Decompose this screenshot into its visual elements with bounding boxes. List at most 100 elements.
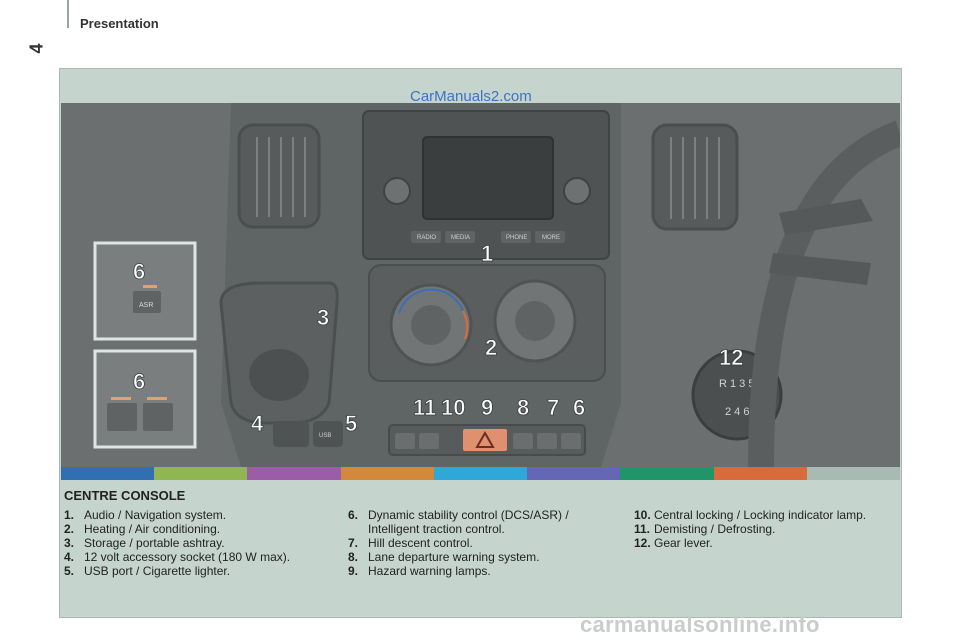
header-rule bbox=[67, 0, 69, 28]
label-radio: RADIO bbox=[417, 235, 436, 241]
legend-item: 3. Storage / portable ashtray. bbox=[64, 536, 334, 550]
hill-switch bbox=[537, 433, 557, 449]
ashtray-cup bbox=[249, 349, 309, 401]
radio-buttons: RADIO MEDIA PHONE MORE bbox=[411, 231, 565, 243]
color-bar-segment bbox=[620, 467, 714, 480]
gear-pattern-bottom: 2 4 6 bbox=[725, 406, 749, 418]
callout-2: 2 bbox=[485, 335, 497, 360]
switch-buttons bbox=[395, 429, 581, 451]
temp-red-arc bbox=[462, 310, 469, 340]
callout-5: 5 bbox=[345, 411, 357, 436]
legend-item-number: 8. bbox=[348, 550, 359, 564]
fan-knob-icon bbox=[515, 301, 555, 341]
label-asr: ASR bbox=[139, 302, 153, 309]
radio-btn-phone bbox=[501, 231, 531, 243]
legend-item-number: 1. bbox=[64, 508, 75, 522]
legend-item-number: 10. bbox=[634, 508, 651, 522]
dashboard-illustration: RADIO MEDIA PHONE MORE USB bbox=[61, 103, 900, 467]
gear-pattern-top: R 1 3 5 bbox=[719, 378, 754, 390]
console-title: CENTRE CONSOLE bbox=[64, 488, 186, 503]
legend-item-number: 4. bbox=[64, 550, 75, 564]
inset-hill-button bbox=[107, 403, 137, 431]
left-air-vent bbox=[237, 123, 321, 229]
legend-item-number: 9. bbox=[348, 564, 359, 578]
legend-item-text: Hazard warning lamps. bbox=[368, 564, 491, 578]
label-media: MEDIA bbox=[451, 235, 470, 241]
temp-blue-arc bbox=[398, 288, 464, 314]
inset-indicator-lamps bbox=[111, 285, 167, 400]
legend-item-text: Audio / Navigation system. bbox=[84, 508, 227, 522]
legend-item-text: Storage / portable ashtray. bbox=[84, 536, 225, 550]
legend-item: 9. Hazard warning lamps. bbox=[348, 564, 620, 578]
color-bar-segment bbox=[247, 467, 341, 480]
color-bar bbox=[61, 467, 900, 480]
color-bar-segment bbox=[61, 467, 155, 480]
legend-item: 11.Demisting / Defrosting. bbox=[634, 522, 884, 536]
callout-6-inset-top: 6 bbox=[133, 259, 145, 284]
legend-item: 4.12 volt accessory socket (180 W max). bbox=[64, 550, 334, 564]
label-phone: PHONE bbox=[506, 235, 527, 241]
legend-item-text: Lane departure warning system. bbox=[368, 550, 540, 564]
color-bar-segment bbox=[713, 467, 807, 480]
radio-btn-media bbox=[445, 231, 475, 243]
legend-item-number: 3. bbox=[64, 536, 75, 550]
legend-column-1: 1. Audio / Navigation system. 2. Heating / … bbox=[64, 508, 334, 578]
legend-item: 1. Audio / Navigation system. bbox=[64, 508, 334, 522]
legend-item: 2. Heating / Air conditioning. bbox=[64, 522, 334, 536]
legend-item-text: Hill descent control. bbox=[368, 536, 473, 550]
legend-item: 7. Hill descent control. bbox=[348, 536, 620, 550]
callout-10: 10 bbox=[441, 395, 465, 420]
radio-btn-more bbox=[535, 231, 565, 243]
legend-item: 6. Dynamic stability control (DCS/ASR) / … bbox=[348, 508, 620, 536]
callouts: 1 2 3 4 5 6 6 6 7 8 9 10 11 12 bbox=[133, 241, 744, 437]
footer-watermark[interactable]: carmanualsonline.info bbox=[580, 612, 820, 637]
left-vent-slats bbox=[256, 137, 306, 217]
color-bar-segment bbox=[154, 467, 248, 480]
legend-item-number: 12. bbox=[634, 536, 651, 550]
callout-4: 4 bbox=[251, 411, 264, 436]
watermark-top[interactable]: CarManuals2.com bbox=[410, 88, 532, 105]
legend-item-text: Dynamic stability control (DCS/ASR) / In… bbox=[368, 508, 569, 536]
hazard-triangle-icon bbox=[475, 430, 495, 448]
legend-item-number: 5. bbox=[64, 564, 75, 578]
callout-6-inset-bottom: 6 bbox=[133, 369, 145, 394]
callout-12: 12 bbox=[719, 345, 743, 370]
legend-item-number: 6. bbox=[348, 508, 359, 522]
steering-wheel bbox=[748, 120, 900, 467]
legend-item: 8. Lane departure warning system. bbox=[348, 550, 620, 564]
legend-item-text: USB port / Cigarette lighter. bbox=[84, 564, 231, 578]
callout-9: 9 bbox=[481, 395, 493, 420]
indicator-stalk bbox=[769, 253, 871, 285]
hazard-switch bbox=[463, 429, 507, 451]
socket-12v bbox=[273, 421, 309, 447]
demist-switch bbox=[395, 433, 415, 449]
asr-switch bbox=[561, 433, 581, 449]
callout-7: 7 bbox=[547, 395, 559, 420]
legend-item-text: Gear lever. bbox=[654, 536, 713, 550]
legend-item: 12.Gear lever. bbox=[634, 536, 884, 550]
legend-item-number: 7. bbox=[348, 536, 359, 550]
wiper-stalk bbox=[779, 199, 873, 235]
color-bar-segment bbox=[433, 467, 528, 480]
temperature-knob-icon bbox=[411, 305, 451, 345]
legend-item-number: 2. bbox=[64, 522, 75, 536]
callout-8: 8 bbox=[517, 395, 529, 420]
callout-6: 6 bbox=[573, 395, 585, 420]
dashboard-drawing: RADIO MEDIA PHONE MORE USB bbox=[61, 103, 900, 467]
color-bar-segment bbox=[527, 467, 621, 480]
legend-item-text: Demisting / Defrosting. bbox=[654, 522, 776, 536]
legend-item-text: Heating / Air conditioning. bbox=[84, 522, 221, 536]
usb-port bbox=[313, 421, 343, 447]
legend-column-3: 10.Central locking / Locking indicator l… bbox=[634, 508, 884, 550]
callout-11: 11 bbox=[413, 395, 436, 420]
label-usb: USB bbox=[319, 433, 331, 439]
lane-switch bbox=[513, 433, 533, 449]
color-bar-segment bbox=[340, 467, 434, 480]
callout-1: 1 bbox=[481, 241, 493, 266]
radio-screen bbox=[422, 136, 554, 220]
power-knob-icon bbox=[383, 177, 411, 205]
legend-column-2: 6. Dynamic stability control (DCS/ASR) / … bbox=[348, 508, 620, 578]
right-vent-slats bbox=[670, 137, 720, 219]
legend-item-text: Central locking / Locking indicator lamp… bbox=[654, 508, 867, 522]
legend-item: 10.Central locking / Locking indicator l… bbox=[634, 508, 884, 522]
